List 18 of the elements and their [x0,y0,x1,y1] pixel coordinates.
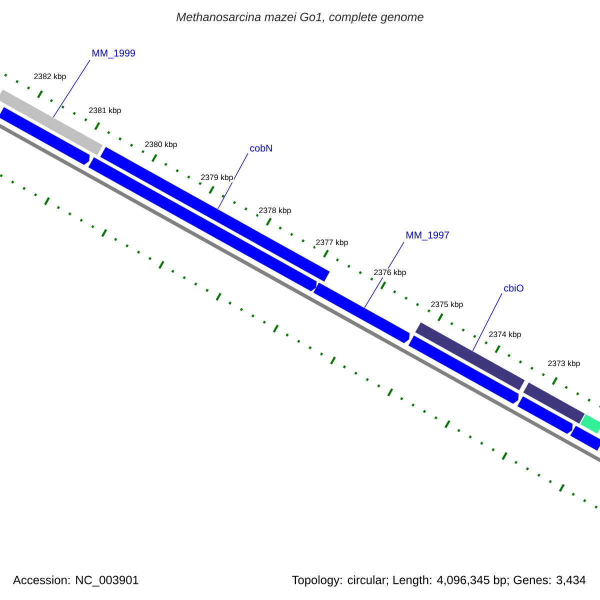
leader-line [52,60,90,118]
gene-bar [0,107,90,165]
gene-bar [580,414,600,434]
title: Methanosarcina mazei Go1, complete genome [176,12,424,24]
leader-line [472,292,502,352]
gene-bar [313,282,410,344]
gene-bar [88,157,317,292]
gene-bar [517,396,573,434]
accession-label: Accession: NC_003901 [13,575,138,587]
gene-label: MM_1997 [406,232,449,240]
gene-bar [523,382,585,424]
gene-label: cbiO [504,284,524,292]
leader-line [218,152,248,210]
gene-label: MM_1999 [92,50,135,58]
gene-bar [570,426,600,451]
genome-info-label: Topology: circular; Length: 4,096,345 bp; Genes: 3,434 [292,575,586,587]
gene-bar [415,322,525,390]
gene-label: cobN [250,144,272,152]
